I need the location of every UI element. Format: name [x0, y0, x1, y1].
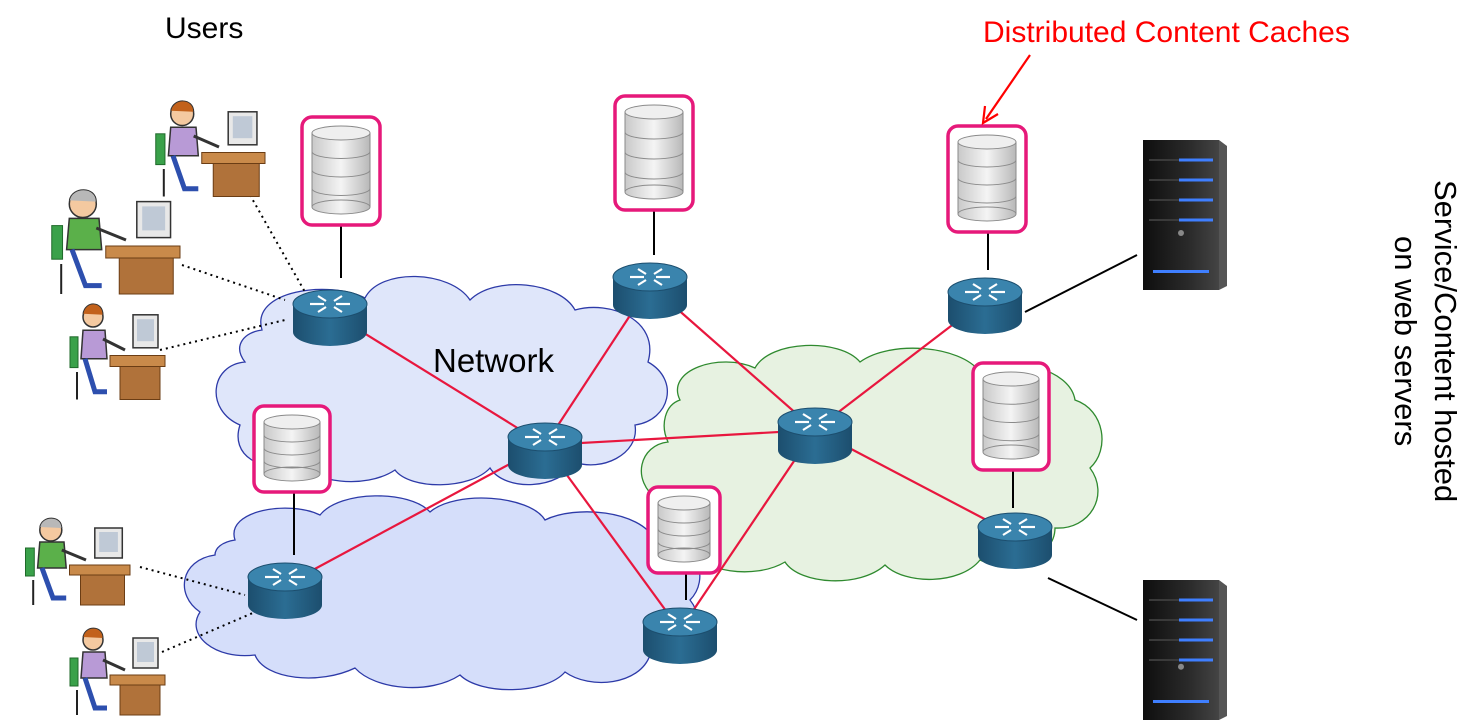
web-server-icon	[1143, 580, 1227, 720]
caches	[252, 94, 1051, 575]
router-icon	[777, 407, 853, 464]
web-server-icon	[1143, 140, 1227, 290]
database-icon	[646, 485, 722, 575]
user-links	[139, 194, 306, 653]
caches-arrow	[981, 54, 1031, 126]
router-icon	[292, 289, 368, 346]
router-icon	[612, 262, 688, 319]
servers-label: Service/Content hosted on web servers	[1385, 180, 1464, 502]
users	[25, 100, 266, 716]
routers	[247, 262, 1053, 664]
servers	[1143, 140, 1227, 720]
cloud-network-bottom-left	[183, 495, 701, 691]
router-icon	[977, 512, 1053, 569]
database-icon	[300, 115, 382, 227]
user-at-computer-icon	[51, 189, 181, 295]
database-icon	[613, 94, 695, 212]
router-icon	[507, 422, 583, 479]
caches-label: Distributed Content Caches	[983, 16, 1350, 49]
user-at-computer-icon	[155, 100, 266, 197]
cache-links	[293, 210, 1138, 621]
database-icon	[946, 124, 1028, 234]
router-icon	[947, 277, 1023, 334]
users-label: Users	[165, 12, 244, 45]
servers-label-line1: Service/Content hosted	[1428, 180, 1463, 503]
user-at-computer-icon	[25, 517, 131, 606]
user-at-computer-icon	[69, 627, 166, 716]
user-at-computer-icon	[69, 303, 166, 400]
router-icon	[642, 607, 718, 664]
database-icon	[252, 404, 332, 494]
router-icon	[247, 562, 323, 619]
database-icon	[971, 361, 1051, 472]
network-label: Network	[433, 342, 555, 379]
servers-label-line2: on web servers	[1388, 236, 1423, 447]
